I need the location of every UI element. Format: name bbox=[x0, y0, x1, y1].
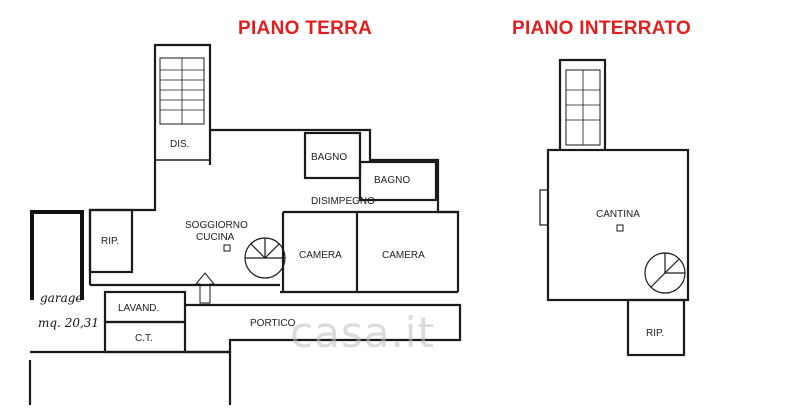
spiral-stair-ground bbox=[244, 237, 286, 279]
spiral-stair-basement bbox=[644, 252, 686, 294]
room-label-soggiorno: SOGGIORNO bbox=[185, 220, 248, 231]
room-label-camera-1: CAMERA bbox=[299, 250, 342, 261]
title-piano-interrato: PIANO INTERRATO bbox=[512, 18, 692, 39]
room-label-ct: C.T. bbox=[135, 333, 153, 344]
room-label-rip-2: RIP. bbox=[646, 328, 664, 339]
ground-floor-walls bbox=[28, 43, 462, 405]
room-label-dis: DIS. bbox=[170, 139, 189, 150]
room-label-lavand: LAVAND. bbox=[118, 303, 159, 314]
basement-walls bbox=[539, 58, 690, 357]
garage-walls bbox=[30, 210, 84, 300]
entry-arrow-icon bbox=[194, 272, 216, 304]
garage-label: garage bbox=[40, 291, 83, 305]
room-label-cucina: CUCINA bbox=[196, 232, 235, 243]
room-label-bagno-2: BAGNO bbox=[374, 175, 410, 186]
watermark: casa.it bbox=[290, 308, 435, 357]
room-label-disimpegno: DISIMPEGNO bbox=[311, 196, 375, 207]
room-label-portico: PORTICO bbox=[250, 318, 296, 329]
room-label-rip-1: RIP. bbox=[101, 236, 119, 247]
room-label-camera-2: CAMERA bbox=[382, 250, 425, 261]
room-label-cantina: CANTINA bbox=[596, 209, 640, 220]
garage-area: mq. 20,31 bbox=[38, 316, 99, 330]
room-label-bagno-1: BAGNO bbox=[311, 152, 347, 163]
title-piano-terra: PIANO TERRA bbox=[238, 18, 373, 39]
